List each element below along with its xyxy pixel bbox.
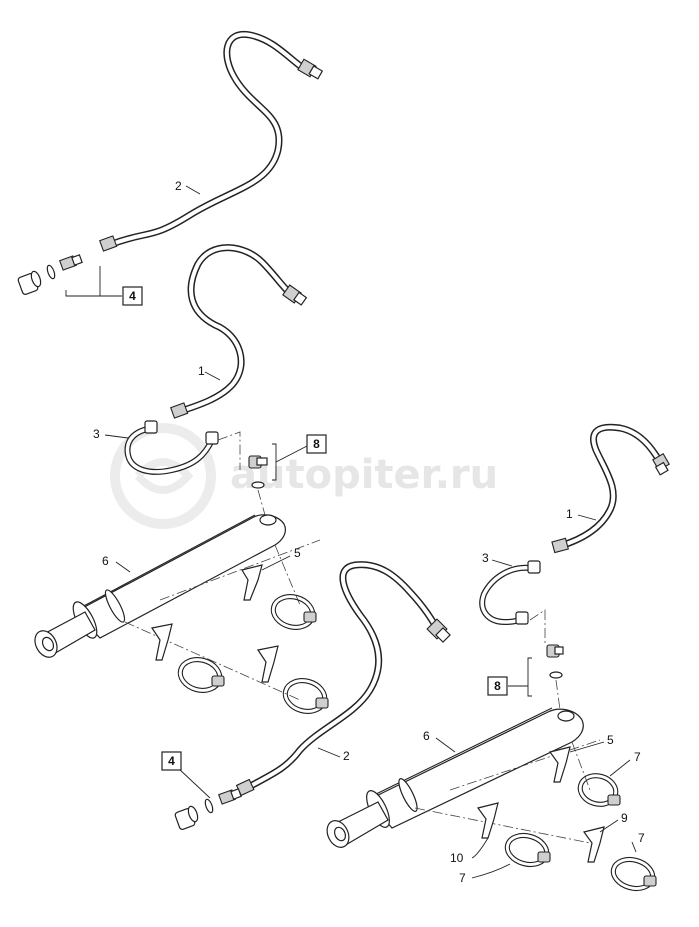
fitting-left bbox=[248, 455, 268, 489]
hose-upper bbox=[99, 30, 324, 252]
hose-left bbox=[170, 244, 308, 419]
fitting-right-box bbox=[487, 676, 508, 696]
kit-top-label: 4 bbox=[129, 289, 136, 303]
callout-bracket-right-b: 9 bbox=[621, 811, 628, 825]
callout-cylinder-left: 6 bbox=[102, 554, 109, 568]
watermark-text: autopiter.ru bbox=[230, 452, 498, 498]
cylinder-left bbox=[34, 514, 287, 658]
callout-hose-left: 1 bbox=[198, 364, 205, 378]
watermark: autopiter.ru bbox=[110, 423, 498, 529]
fitting-right-label: 8 bbox=[494, 679, 501, 693]
watermark-logo-mark bbox=[135, 458, 194, 494]
kit-top-parts bbox=[17, 254, 83, 295]
hose-lower bbox=[235, 561, 451, 797]
callout-hose-right: 1 bbox=[566, 507, 573, 521]
callout-hose-upper: 2 bbox=[175, 179, 182, 193]
kit-bottom-box bbox=[161, 751, 182, 771]
callout-pipe-left: 3 bbox=[93, 427, 100, 441]
fitting-left-box bbox=[306, 434, 327, 454]
fitting-right bbox=[546, 644, 564, 679]
kit-bottom-parts bbox=[174, 788, 242, 830]
callout-clamp-right-b: 7 bbox=[638, 831, 645, 845]
pipe-left bbox=[124, 420, 219, 475]
callout-clamp-right-c: 7 bbox=[459, 871, 466, 885]
kit-top-box bbox=[122, 286, 143, 306]
callout-clamp-right-a: 7 bbox=[634, 750, 641, 764]
clamps-left bbox=[151, 564, 329, 714]
kit-bottom-label: 4 bbox=[168, 754, 175, 768]
callout-pipe-right: 3 bbox=[482, 551, 489, 565]
callout-clamp-left: 5 bbox=[294, 546, 301, 560]
callout-hose-lower: 2 bbox=[343, 749, 350, 763]
callout-bracket-right-a: 5 bbox=[607, 733, 614, 747]
hose-right bbox=[551, 423, 670, 554]
callout-cylinder-right: 6 bbox=[423, 729, 430, 743]
cylinder-right bbox=[326, 707, 584, 848]
watermark-logo-icon bbox=[110, 423, 216, 529]
fitting-left-label: 8 bbox=[313, 437, 320, 451]
pipe-right bbox=[479, 560, 541, 625]
callout-bracket-right-c: 10 bbox=[450, 851, 464, 865]
kit-top-bracket bbox=[65, 266, 101, 297]
clamps-right bbox=[476, 746, 657, 892]
